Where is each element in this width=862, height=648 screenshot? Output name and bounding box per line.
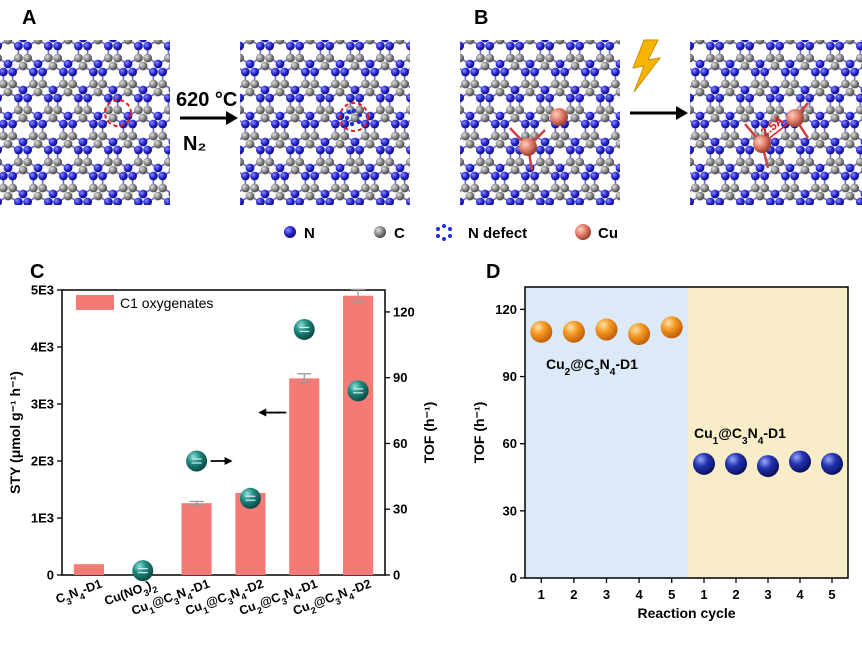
legend-n-defect: N defect — [468, 225, 527, 242]
x-tick-label: 3 — [603, 587, 610, 602]
lightning-icon — [632, 39, 662, 93]
y-right-tick-label: 120 — [393, 304, 415, 319]
y-left-tick-label: 5E3 — [31, 283, 54, 298]
cu1-point — [725, 452, 747, 475]
y-left-axis-title: STY (μmol g⁻¹ h⁻¹) — [7, 371, 23, 494]
x-tick-label: 5 — [828, 587, 835, 602]
lattice-defective — [240, 40, 410, 205]
plot-frame-d — [524, 286, 849, 579]
bar — [181, 503, 212, 575]
y-tick-label: 90 — [503, 369, 517, 384]
legend-cu: Cu — [598, 225, 618, 242]
panel-label-c: C — [30, 261, 44, 283]
cu2-point — [660, 316, 683, 339]
y-tick-label: 30 — [503, 503, 517, 518]
n-defect-marker — [344, 108, 363, 127]
tof-point — [186, 450, 208, 472]
n-atom-icon — [284, 226, 296, 238]
bar — [73, 564, 104, 575]
y-left-tick-label: 2E3 — [31, 454, 54, 469]
cu1-point — [821, 452, 843, 475]
y-tick-label: 120 — [495, 302, 517, 317]
series-label-cu2: Cu2@C3N4-D1 — [546, 356, 638, 378]
cu-atoms-b1 — [509, 108, 568, 171]
lattice-dual-cu — [690, 40, 862, 205]
category-label: Cu1@C3N4-D1 — [130, 577, 213, 622]
category-label: Cu1@C3N4-D2 — [183, 577, 266, 622]
temperature-label: 620 °C — [176, 89, 237, 111]
process-arrow-a — [180, 111, 238, 125]
tof-point — [293, 318, 315, 340]
defect-site-highlight — [104, 99, 132, 127]
x-tick-label: 4 — [635, 587, 643, 602]
y-right-tick-label: 30 — [393, 502, 407, 517]
y-left-tick-label: 3E3 — [31, 397, 54, 412]
cu2-point — [530, 320, 553, 343]
legend-label-c1: C1 oxygenates — [120, 295, 213, 311]
y-axis-title-d: TOF (h⁻¹) — [471, 402, 487, 464]
x-tick-label: 3 — [764, 587, 771, 602]
legend-c: C — [394, 225, 405, 242]
panel-label-d: D — [486, 261, 500, 283]
c-atom-icon — [374, 226, 386, 238]
legend-swatch-c1 — [76, 295, 114, 310]
tof-point — [132, 560, 154, 582]
process-arrow-b — [630, 106, 688, 120]
category-label: Cu2@C3N4-D2 — [291, 577, 374, 622]
bar — [289, 378, 320, 575]
x-tick-label: 5 — [668, 587, 675, 602]
x-tick-label: 2 — [570, 587, 577, 602]
region-bg-cu1 — [688, 287, 848, 578]
right-axis-arrow-head — [224, 457, 233, 465]
y-left-tick-label: 0 — [47, 568, 54, 583]
x-tick-label: 4 — [796, 587, 804, 602]
cu1-point — [693, 452, 715, 475]
tof-point — [347, 380, 369, 402]
x-tick-label: 2 — [732, 587, 739, 602]
y-right-tick-label: 90 — [393, 370, 407, 385]
tof-point — [239, 487, 261, 509]
y-left-tick-label: 4E3 — [31, 340, 54, 355]
category-label: C3N4-D1 — [54, 577, 106, 610]
cu-atom-icon — [575, 224, 591, 240]
left-axis-arrow-head — [258, 408, 267, 417]
scheme-legend: N C N defect Cu — [284, 224, 618, 242]
cu1-point — [757, 455, 779, 478]
x-axis-title-d: Reaction cycle — [637, 605, 735, 621]
cu2-point — [595, 318, 618, 341]
lattice-pristine — [0, 40, 170, 205]
y-tick-label: 60 — [503, 436, 517, 451]
atmosphere-label: N₂ — [183, 133, 206, 155]
y-right-axis-title: TOF (h⁻¹) — [421, 402, 437, 464]
legend-n: N — [304, 225, 315, 242]
x-tick-label: 1 — [700, 587, 707, 602]
defect-site-highlight-2 — [339, 102, 369, 132]
cu2-point — [628, 323, 651, 346]
panel-label-b: B — [474, 7, 488, 29]
y-left-tick-label: 1E3 — [31, 511, 54, 526]
n-defect-icon — [436, 224, 452, 241]
cu1-point — [789, 450, 811, 473]
series-label-cu1: Cu1@C3N4-D1 — [694, 425, 786, 447]
panel-label-a: A — [22, 7, 36, 29]
y-right-tick-label: 60 — [393, 436, 407, 451]
cu2-point — [562, 320, 585, 343]
lattice-single-cu — [460, 40, 620, 205]
y-right-tick-label: 0 — [393, 568, 400, 583]
x-tick-label: 1 — [538, 587, 545, 602]
y-tick-label: 0 — [510, 571, 517, 586]
category-label: Cu2@C3N4-D1 — [237, 577, 320, 622]
bar — [343, 295, 374, 575]
plot-frame-c — [61, 289, 386, 576]
